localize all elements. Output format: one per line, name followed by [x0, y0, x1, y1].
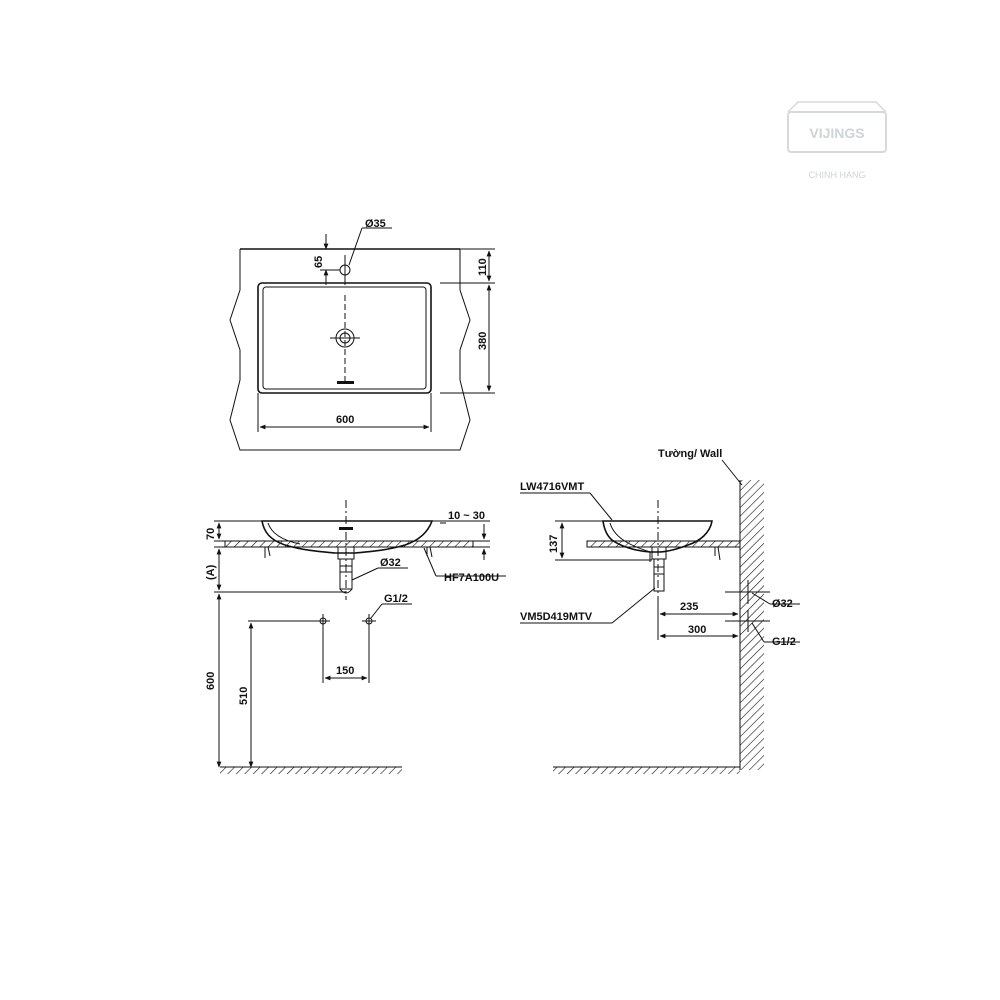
overflow-mark: [339, 527, 353, 530]
dim-hole-diameter: Ø35: [365, 218, 386, 230]
overflow-slot: [337, 381, 354, 384]
basin-front-profile: [261, 520, 434, 554]
side-countertop: [586, 540, 741, 548]
front-view: 70 (A) 600 510 150 G1/2 Ø32: [205, 500, 506, 774]
dim-drain-height: 600: [205, 672, 217, 690]
countertop-outline: [229, 249, 471, 451]
dim-drain-to-wall: 235: [680, 601, 698, 613]
countertop-section: [224, 540, 474, 548]
dim-drain-diameter: Ø32: [380, 557, 401, 569]
dim-hole-offset: 65: [313, 256, 325, 268]
watermark-brand: VIJINGS: [809, 125, 864, 141]
watermark-tagline: CHINH HANG: [808, 170, 865, 180]
dim-counter-thickness: 10 ~ 30: [448, 510, 485, 522]
dim-total-height: 137: [548, 535, 560, 553]
dim-basin-height: 70: [205, 528, 217, 540]
brand-watermark: VIJINGS CHINH HANG: [787, 101, 887, 180]
part-trap: VM5D419MTV: [520, 611, 593, 623]
floor-hatch: [220, 767, 402, 774]
dim-variable: (A): [205, 564, 217, 580]
dim-basin-depth: 380: [477, 332, 489, 350]
dim-supply-height: 510: [238, 687, 250, 705]
dim-supply-spacing: 150: [336, 665, 354, 677]
dim-supply-to-wall: 300: [688, 624, 706, 636]
drain-pipe: [339, 558, 353, 590]
leader-hole: [348, 227, 363, 266]
dim-supply-thread: G1/2: [384, 593, 408, 605]
wall-hatch: [740, 480, 764, 770]
side-dim-drain-diameter: Ø32: [772, 598, 793, 610]
side-floor-hatch: [553, 767, 740, 774]
side-dim-supply-thread: G1/2: [772, 636, 796, 648]
part-drain-fitting: HF7A100U: [444, 572, 499, 584]
wall-label: Tường/ Wall: [658, 448, 722, 460]
dim-width: 600: [336, 414, 354, 426]
basin-inner-outline: [262, 286, 427, 390]
side-view: Tường/ Wall LW4716VMT 137 VM5D419MTV 235: [520, 448, 800, 774]
top-view: Ø35 65 110 380 600: [229, 218, 495, 451]
trap-body: [651, 546, 667, 560]
trap-pipe: [653, 558, 665, 592]
dim-top-to-basin: 110: [477, 258, 489, 276]
part-basin: LW4716VMT: [520, 481, 584, 493]
